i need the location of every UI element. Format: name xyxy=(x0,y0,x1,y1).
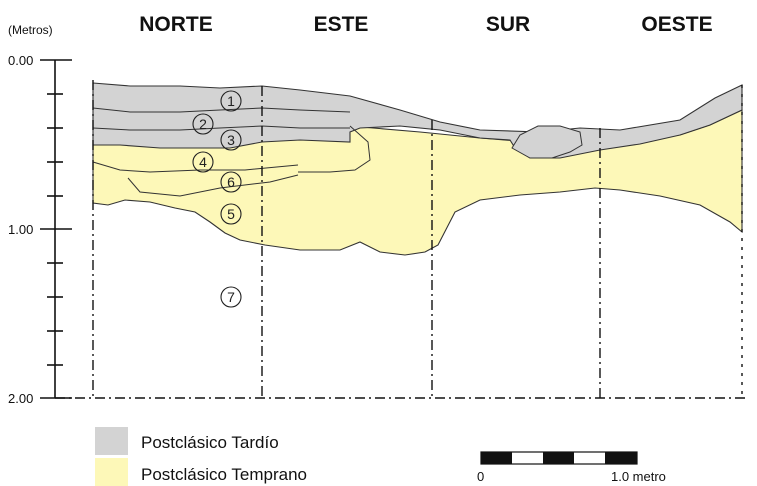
scale-segment xyxy=(481,452,512,464)
legend-swatch-late xyxy=(95,427,128,455)
layer-7-label: 7 xyxy=(227,289,235,305)
tick-label-0: 0.00 xyxy=(8,53,33,68)
legend: Postclásico Tardío Postclásico Temprano xyxy=(95,427,307,486)
wall-header-oeste: OESTE xyxy=(641,13,712,36)
wall-header-norte: NORTE xyxy=(139,13,213,36)
legend-label-early: Postclásico Temprano xyxy=(141,465,307,484)
depth-axis xyxy=(40,59,72,399)
layer-4-label: 4 xyxy=(199,154,207,170)
layer-3-label: 3 xyxy=(227,132,235,148)
layer-3-circle xyxy=(220,129,242,151)
scale-start-label: 0 xyxy=(477,469,484,484)
layer-1-label: 1 xyxy=(227,93,235,109)
layer-7-circle xyxy=(220,286,242,308)
scale-bar: 0 1.0 metro xyxy=(477,451,666,484)
layer-6-boundary xyxy=(92,161,299,197)
layer-2-label: 2 xyxy=(199,116,207,132)
scale-segment xyxy=(543,452,574,464)
layer-4-circle xyxy=(192,151,214,173)
wall-header-este: ESTE xyxy=(314,13,369,36)
pit-feature xyxy=(511,125,583,159)
layer-1-2-boundary xyxy=(92,107,351,113)
legend-swatch-early xyxy=(95,458,128,486)
scale-segment xyxy=(605,452,637,464)
layer-6-circle xyxy=(220,171,242,193)
layer-6-label: 6 xyxy=(227,174,235,190)
layer-5-label: 5 xyxy=(227,206,235,222)
wall-header-sur: SUR xyxy=(486,13,530,36)
scale-end-label: 1.0 metro xyxy=(611,469,666,484)
axis-unit-label: (Metros) xyxy=(8,23,53,37)
layer-2-circle xyxy=(192,113,214,135)
layer-markers: 1 2 3 4 6 5 7 xyxy=(192,90,242,308)
layer-5-circle xyxy=(220,203,242,225)
tick-label-2: 2.00 xyxy=(8,391,33,406)
layer-3-4-boundary xyxy=(298,125,371,173)
tick-label-1: 1.00 xyxy=(8,222,33,237)
legend-label-late: Postclásico Tardío xyxy=(141,433,279,452)
layer-2-3-boundary xyxy=(92,125,350,131)
wall-corner-lines xyxy=(92,80,743,398)
layer-1-circle xyxy=(220,90,242,112)
